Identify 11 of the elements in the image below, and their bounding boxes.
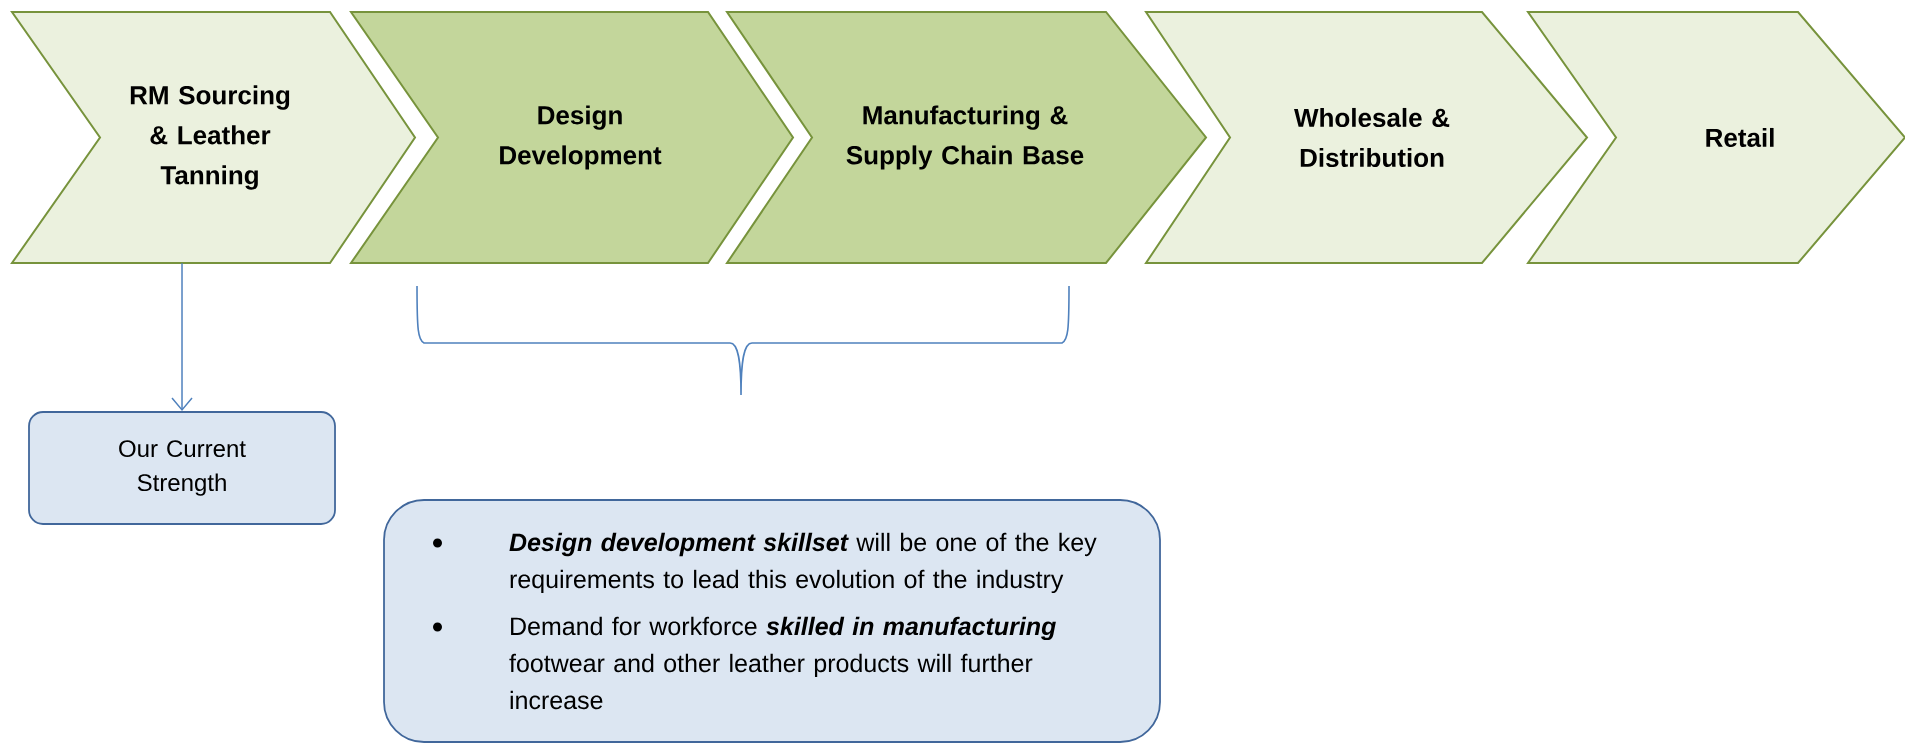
bullet-text: Demand for workforce skilled in manufacturing footwear and other leather products will further increase [509, 616, 1056, 710]
chevron-step: Retail [1526, 11, 1905, 264]
chevron-step: Manufacturing & Supply Chain Base [725, 11, 1208, 264]
strength-box: Our Current Strength [28, 411, 336, 525]
chevron-step: RM Sourcing & Leather Tanning [10, 11, 417, 264]
node-label: Retail [1706, 127, 1774, 148]
chevron-step: Design Development [349, 11, 795, 264]
bullet-box [383, 499, 1161, 743]
chevron-step: Wholesale & Distribution [1144, 11, 1589, 264]
bullet-text: Design development skillset will be one of the key requirements to lead this evolution of the industry [509, 532, 1097, 594]
arrow [171, 262, 193, 412]
